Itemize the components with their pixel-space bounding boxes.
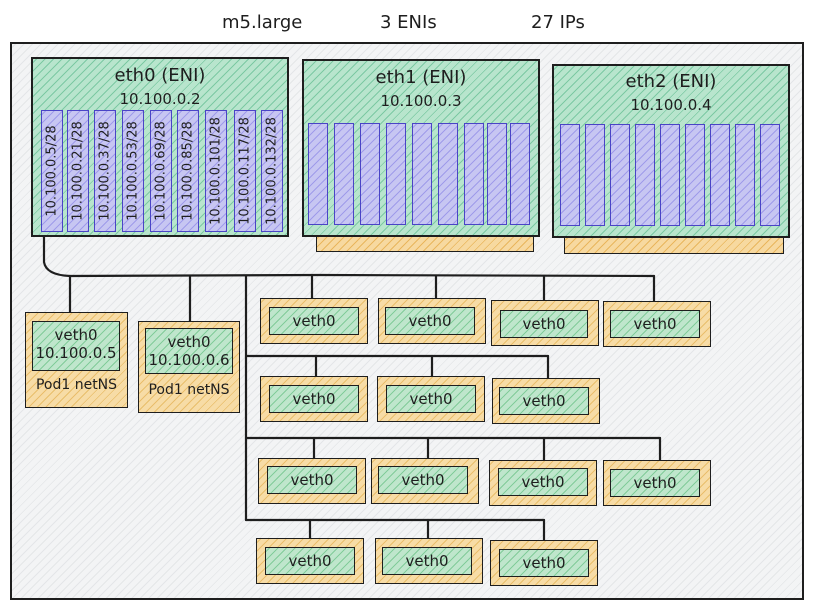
- veth-interface: veth0: [499, 387, 589, 415]
- eni-base: [564, 236, 784, 254]
- ip-slot: [412, 123, 432, 225]
- veth-interface: veth0: [382, 547, 472, 575]
- veth-interface: veth0: [610, 469, 700, 497]
- pod-netns: veth0: [260, 298, 368, 344]
- eni-ip: 10.100.0.3: [380, 92, 462, 110]
- pod-netns: veth0: [603, 301, 711, 347]
- ip-slot-label: 10.100.0.117/28: [237, 117, 253, 225]
- veth-interface: veth0: [499, 549, 589, 577]
- pod-veth: veth0 10.100.0.6: [145, 328, 233, 374]
- ip-slot: [438, 123, 458, 225]
- veth-interface: veth0: [265, 547, 355, 575]
- ip-slot-label: 10.100.0.69/28: [153, 121, 169, 221]
- ip-slot: [510, 123, 530, 225]
- instance-type-label: m5.large: [222, 12, 303, 33]
- ip-slot: [710, 124, 730, 226]
- eni-eth1: eth1 (ENI) 10.100.0.3: [302, 59, 540, 237]
- ip-slot: [334, 123, 354, 225]
- ip-slot: [585, 124, 605, 226]
- ip-slot: [610, 124, 630, 226]
- eni-eth2: eth2 (ENI) 10.100.0.4: [552, 64, 790, 238]
- ip-slot: 10.100.0.37/28: [94, 110, 116, 232]
- ip-slot-label: 10.100.0.101/28: [208, 117, 224, 225]
- ip-slot: 10.100.0.21/28: [67, 110, 89, 232]
- pod-netns: veth0: [603, 460, 711, 506]
- pod-netns: veth0: [258, 458, 366, 504]
- ip-slot-label: 10.100.0.53/28: [125, 121, 141, 221]
- eni-name: eth1 (ENI): [375, 67, 467, 88]
- eni-eth0: eth0 (ENI) 10.100.0.2 10.100.0.5/28 10.1…: [31, 57, 289, 237]
- veth-interface: veth0: [267, 466, 357, 494]
- ip-slot: 10.100.0.132/28: [261, 110, 283, 232]
- eni-name: eth0 (ENI): [114, 65, 206, 86]
- veth-interface: veth0: [269, 307, 359, 335]
- veth-interface: veth0: [386, 385, 476, 413]
- ip-slot: [660, 124, 680, 226]
- veth-name: veth0: [54, 326, 98, 344]
- veth-name: veth0: [167, 333, 211, 351]
- veth-interface: veth0: [378, 466, 468, 494]
- pod-netns: veth0: [375, 538, 483, 584]
- ip-slot: [464, 123, 484, 225]
- pod-netns: veth0 10.100.0.5 Pod1 netNS: [25, 312, 128, 408]
- netns-label: Pod1 netNS: [148, 382, 230, 398]
- pod-netns: veth0: [256, 538, 364, 584]
- ip-slot: [560, 124, 580, 226]
- pod-netns: veth0: [377, 376, 485, 422]
- ip-slot: 10.100.0.5/28: [41, 110, 63, 232]
- ip-slot-label: 10.100.0.37/28: [97, 121, 113, 221]
- pod-netns: veth0: [260, 376, 368, 422]
- pod-netns: veth0: [371, 458, 479, 504]
- ip-slot: 10.100.0.53/28: [122, 110, 144, 232]
- veth-interface: veth0: [610, 310, 700, 338]
- pod-netns: veth0: [378, 298, 486, 344]
- ip-slot: [487, 123, 507, 225]
- veth-interface: veth0: [269, 385, 359, 413]
- ip-slot: [308, 123, 328, 225]
- pod-veth: veth0 10.100.0.5: [32, 321, 120, 371]
- eni-name: eth2 (ENI): [625, 71, 717, 92]
- ip-slot: 10.100.0.69/28: [150, 110, 172, 232]
- ip-slot: 10.100.0.85/28: [177, 110, 199, 232]
- ip-count-label: 27 IPs: [531, 12, 585, 33]
- veth-ip: 10.100.0.5: [35, 344, 117, 362]
- veth-interface: veth0: [385, 307, 475, 335]
- eni-count-label: 3 ENIs: [380, 12, 437, 33]
- veth-interface: veth0: [500, 310, 588, 338]
- pod-netns: veth0: [490, 540, 598, 586]
- ip-slot-label: 10.100.0.132/28: [264, 117, 280, 225]
- ip-slot: [685, 124, 705, 226]
- veth-ip: 10.100.0.6: [148, 351, 230, 369]
- pod-netns: veth0: [492, 378, 600, 424]
- ip-slot-label: 10.100.0.85/28: [180, 121, 196, 221]
- netns-label: Pod1 netNS: [35, 377, 118, 393]
- ip-slot: [635, 124, 655, 226]
- pod-netns: veth0 10.100.0.6 Pod1 netNS: [138, 321, 240, 413]
- ip-slot: [735, 124, 755, 226]
- ip-slot-label: 10.100.0.5/28: [44, 125, 60, 217]
- pod-netns: veth0: [491, 300, 599, 346]
- eni-ip: 10.100.0.2: [119, 90, 201, 108]
- ip-slot: 10.100.0.101/28: [205, 110, 227, 232]
- ip-slot: [386, 123, 406, 225]
- pod-netns: veth0: [489, 460, 597, 506]
- ip-slot-label: 10.100.0.21/28: [70, 121, 86, 221]
- ip-slot: [360, 123, 380, 225]
- ip-slot: [760, 124, 780, 226]
- eni-ip: 10.100.0.4: [630, 96, 712, 114]
- veth-interface: veth0: [498, 468, 588, 496]
- ip-slot: 10.100.0.117/28: [234, 110, 256, 232]
